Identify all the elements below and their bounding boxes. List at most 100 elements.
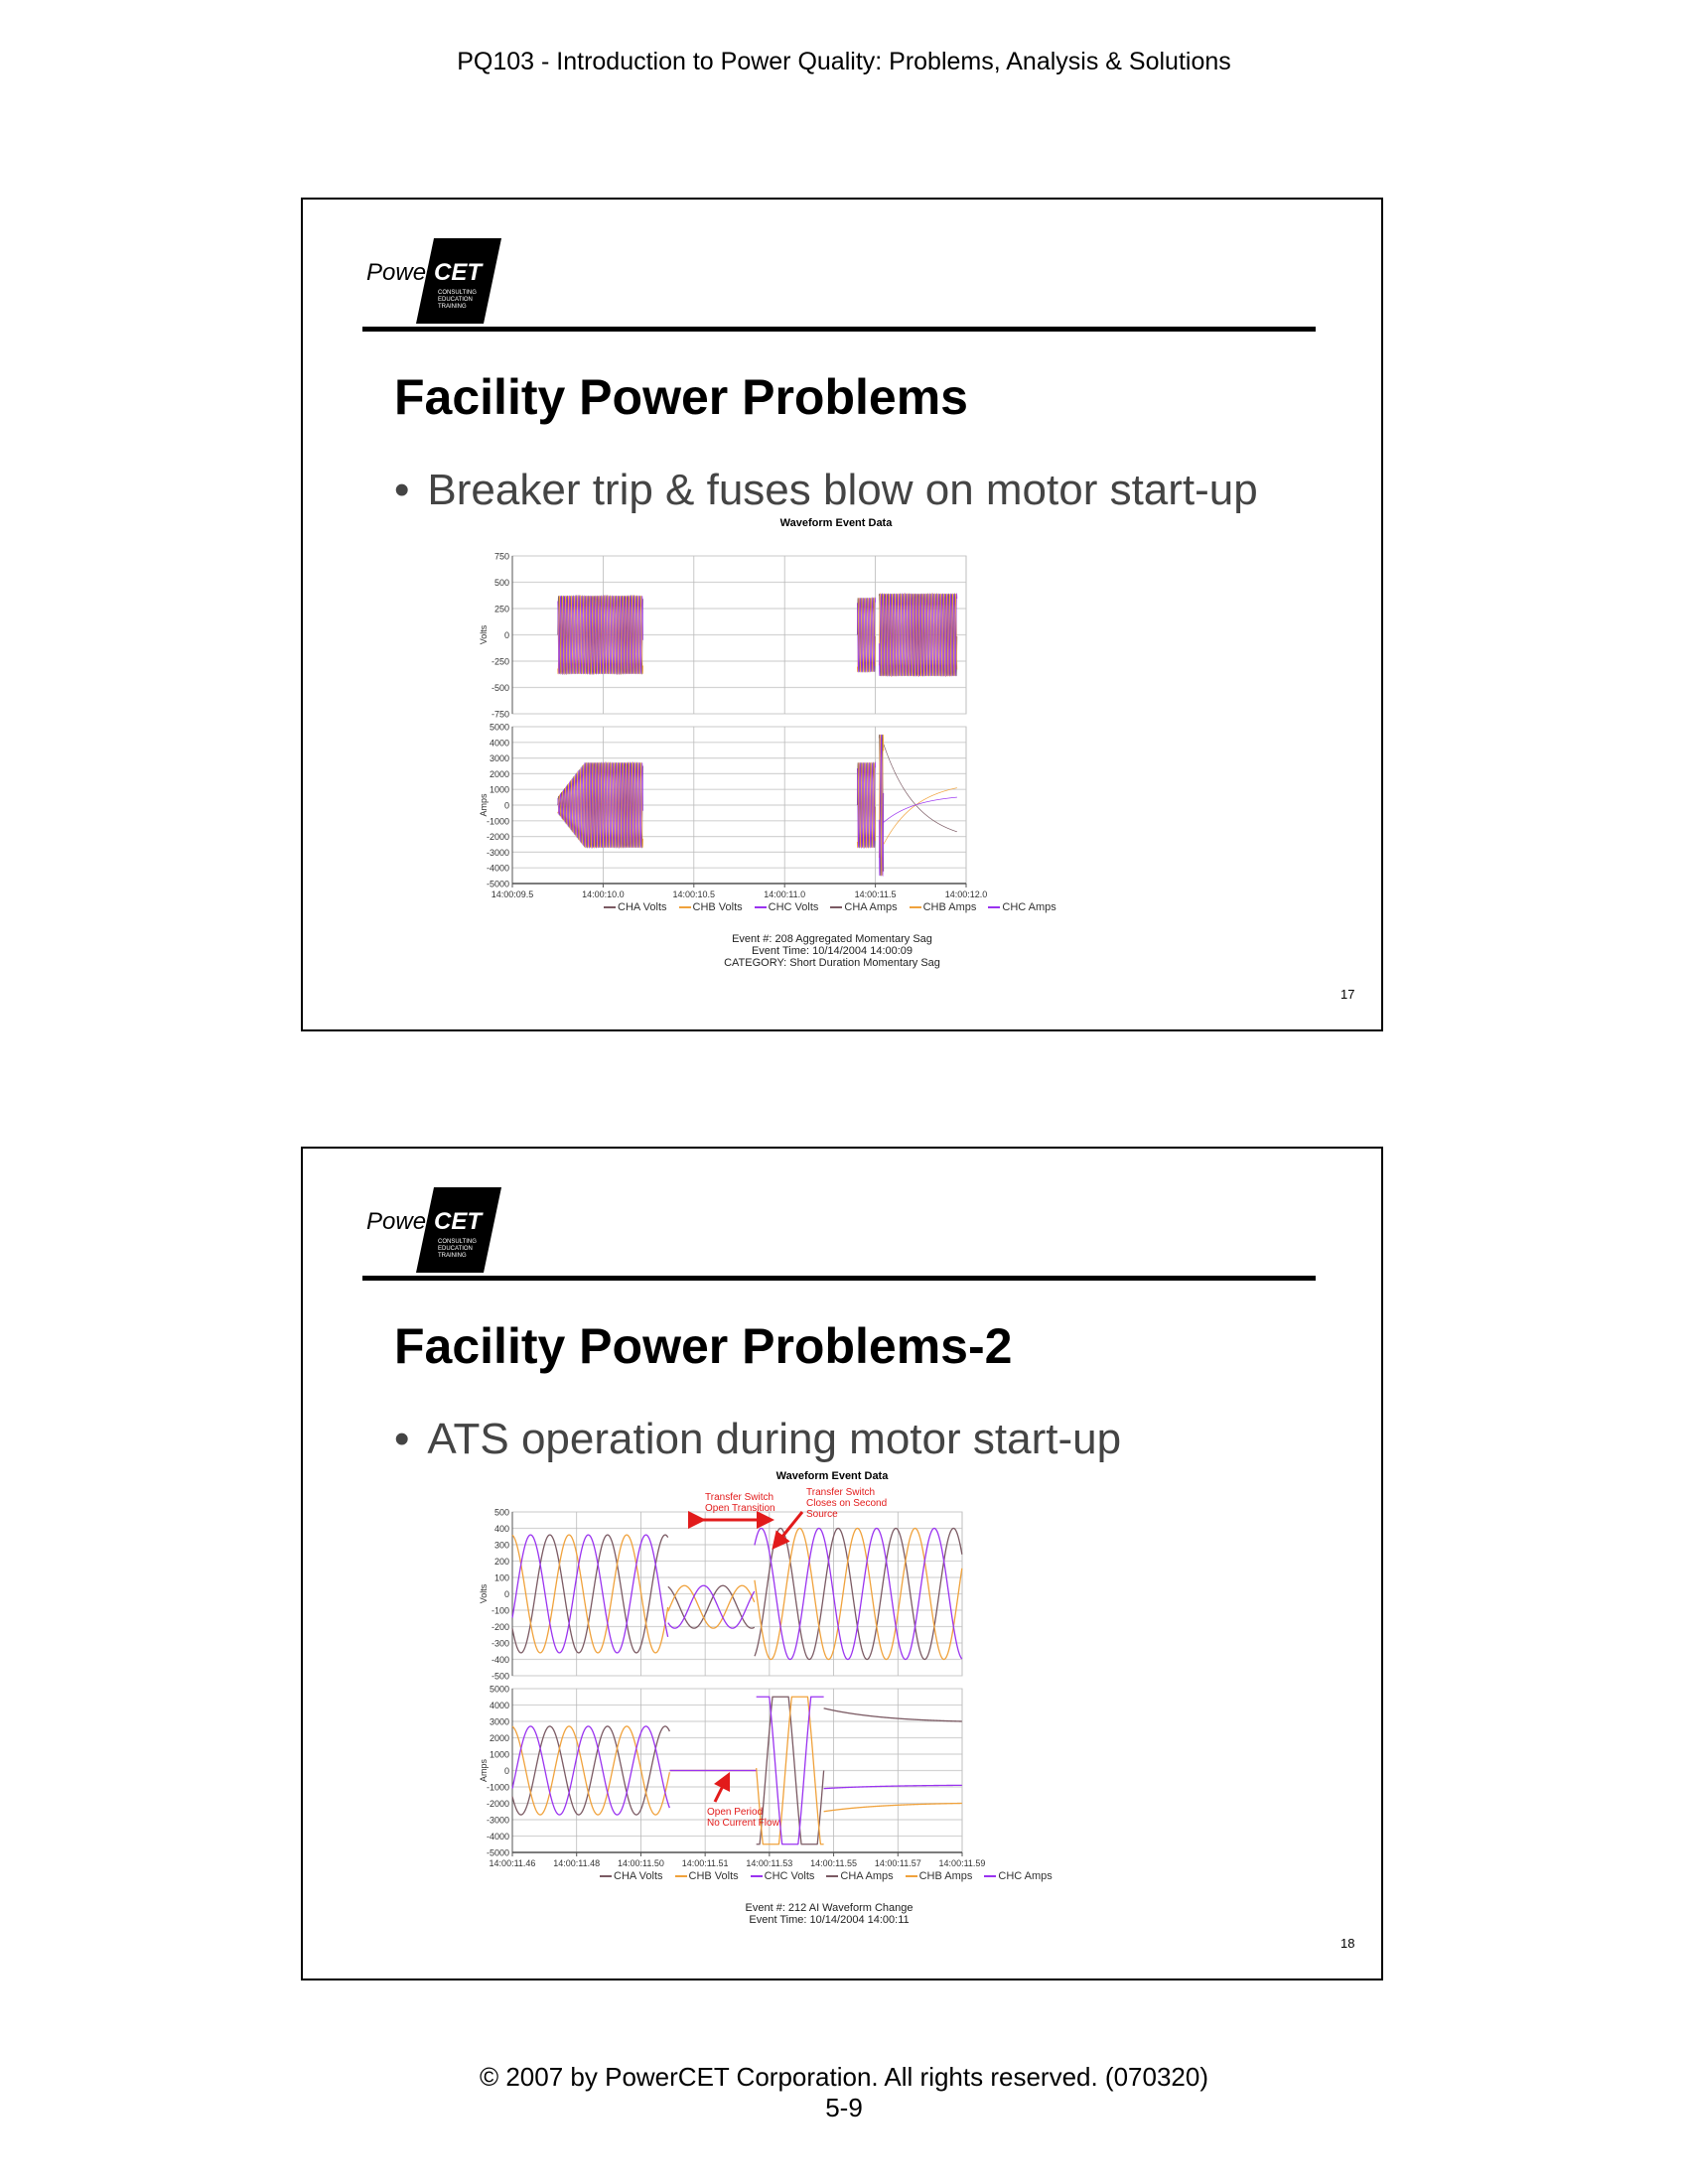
annotation-line: No Current Flow bbox=[707, 1818, 779, 1829]
copyright: © 2007 by PowerCET Corporation. All righ… bbox=[479, 2062, 1209, 2092]
y-tick-label: 250 bbox=[494, 605, 509, 614]
y-tick-label: -400 bbox=[492, 1655, 509, 1665]
powercet-logo: Power CET CONSULTING EDUCATION TRAINING bbox=[366, 1187, 501, 1273]
annotation-open-transition: Transfer Switch Open Transition bbox=[705, 1492, 775, 1514]
y-tick-label: -4000 bbox=[487, 864, 509, 874]
y-axis-label: Amps bbox=[479, 793, 489, 817]
event-number: Event #: 212 AI Waveform Change bbox=[745, 1902, 914, 1914]
event-time: Event Time: 10/14/2004 14:00:09 bbox=[751, 945, 914, 957]
svg-text:CONSULTING: CONSULTING bbox=[438, 290, 477, 296]
y-tick-label: 0 bbox=[504, 801, 509, 811]
legend-swatch bbox=[988, 906, 1001, 909]
legend-swatch bbox=[909, 906, 921, 909]
legend-label: CHC Volts bbox=[764, 1870, 815, 1882]
annotation-line: Source bbox=[806, 1509, 838, 1520]
x-tick-label: 14:00:11.50 bbox=[618, 1858, 664, 1868]
series-chc-volts bbox=[511, 1527, 963, 1661]
y-tick-label: 0 bbox=[504, 1589, 509, 1599]
legend-swatch bbox=[678, 906, 691, 909]
legend-label: CHB Amps bbox=[918, 1870, 973, 1882]
y-tick-label: 4000 bbox=[490, 1701, 509, 1710]
svg-text:TRAINING: TRAINING bbox=[438, 304, 467, 310]
y-tick-label: -2000 bbox=[487, 832, 509, 842]
legend-swatch bbox=[754, 906, 767, 909]
legend-swatch bbox=[600, 1875, 612, 1878]
y-axis-label: Volts bbox=[479, 1583, 489, 1603]
y-tick-label: -300 bbox=[492, 1639, 509, 1649]
x-tick-label: 14:00:10.5 bbox=[673, 889, 716, 899]
bullet-text: Breaker trip & fuses blow on motor start… bbox=[427, 466, 1258, 514]
y-tick-label: -500 bbox=[492, 1672, 509, 1682]
y-tick-label: -3000 bbox=[487, 848, 509, 858]
powercet-logo: Power CET CONSULTING EDUCATION TRAINING bbox=[366, 238, 501, 324]
y-tick-label: 300 bbox=[494, 1541, 509, 1551]
svg-text:Power: Power bbox=[366, 259, 435, 286]
x-tick-label: 14:00:11.57 bbox=[875, 1858, 921, 1868]
legend-item: CHC Volts bbox=[750, 1870, 815, 1882]
svg-text:CONSULTING: CONSULTING bbox=[438, 1239, 477, 1245]
legend-label: CHC Amps bbox=[998, 1870, 1053, 1882]
bullet-text: ATS operation during motor start-up bbox=[427, 1415, 1122, 1463]
series-cha-volts bbox=[511, 1527, 963, 1661]
slide-title: Facility Power Problems-2 bbox=[394, 1318, 1013, 1374]
legend-swatch bbox=[826, 1875, 839, 1878]
y-tick-label: -1000 bbox=[487, 816, 509, 826]
x-tick-label: 14:00:11.46 bbox=[490, 1858, 536, 1868]
annotation-line: Open Transition bbox=[705, 1503, 775, 1514]
svg-text:CET: CET bbox=[434, 259, 484, 286]
svg-text:Power: Power bbox=[366, 1208, 435, 1235]
y-tick-label: 2000 bbox=[490, 1733, 509, 1743]
x-tick-label: 14:00:10.0 bbox=[582, 889, 625, 899]
event-number: Event #: 208 Aggregated Momentary Sag bbox=[732, 933, 932, 945]
legend-swatch bbox=[905, 1875, 917, 1878]
slide-18: Power CET CONSULTING EDUCATION TRAINING … bbox=[301, 1147, 1383, 1980]
series-chb-amps bbox=[557, 734, 957, 877]
legend-label: CHA Amps bbox=[840, 1870, 894, 1882]
event-info: Event #: 208 Aggregated Momentary Sag Ev… bbox=[465, 933, 1199, 969]
y-tick-label: 100 bbox=[494, 1573, 509, 1583]
y-tick-label: 4000 bbox=[490, 738, 509, 748]
x-tick-label: 14:00:11.0 bbox=[764, 889, 805, 899]
annotation-open-period: Open Period No Current Flow bbox=[707, 1807, 779, 1829]
series-chc-amps bbox=[557, 734, 957, 877]
slide-number: 18 bbox=[1340, 1936, 1355, 1951]
y-tick-label: 1000 bbox=[490, 1750, 509, 1760]
x-tick-label: 14:00:11.59 bbox=[939, 1858, 986, 1868]
svg-text:EDUCATION: EDUCATION bbox=[438, 1246, 473, 1252]
title-rule bbox=[362, 1276, 1316, 1281]
y-tick-label: -5000 bbox=[487, 880, 509, 889]
legend-item: CHC Volts bbox=[754, 901, 818, 913]
legend-item: CHA Amps bbox=[830, 901, 898, 913]
bullet-item: •ATS operation during motor start-up bbox=[394, 1415, 1122, 1463]
y-tick-label: 500 bbox=[494, 1508, 509, 1518]
chart-plot: 5004003002001000-100-200-300-400-500Volt… bbox=[479, 1508, 986, 1869]
y-tick-label: 5000 bbox=[490, 1685, 509, 1695]
annotation-line: Transfer Switch bbox=[806, 1487, 876, 1498]
y-tick-label: -2000 bbox=[487, 1799, 509, 1809]
series-chb-volts bbox=[511, 1527, 963, 1661]
legend-swatch bbox=[750, 1875, 763, 1878]
event-category: CATEGORY: Short Duration Momentary Sag bbox=[724, 957, 940, 969]
legend-label: CHA Volts bbox=[618, 901, 667, 913]
legend-item: CHB Amps bbox=[909, 901, 977, 913]
legend-item: CHC Amps bbox=[988, 901, 1056, 913]
y-tick-label: -100 bbox=[492, 1606, 509, 1616]
legend-item: CHA Volts bbox=[604, 901, 667, 913]
series-chc-amps bbox=[511, 1696, 962, 1845]
legend-label: CHB Volts bbox=[692, 901, 743, 913]
y-axis-label: Volts bbox=[479, 624, 489, 644]
y-tick-label: -5000 bbox=[487, 1848, 509, 1858]
y-tick-label: 0 bbox=[504, 630, 509, 640]
y-tick-label: 750 bbox=[494, 552, 509, 562]
svg-text:EDUCATION: EDUCATION bbox=[438, 297, 473, 303]
x-tick-label: 14:00:11.53 bbox=[746, 1858, 792, 1868]
legend-label: CHB Amps bbox=[922, 901, 977, 913]
legend-label: CHB Volts bbox=[688, 1870, 739, 1882]
y-tick-label: 5000 bbox=[490, 723, 509, 733]
legend-item: CHA Amps bbox=[826, 1870, 894, 1882]
legend-item: CHB Amps bbox=[905, 1870, 973, 1882]
y-tick-label: -3000 bbox=[487, 1816, 509, 1826]
annotation-line: Transfer Switch bbox=[705, 1492, 774, 1503]
legend-swatch bbox=[604, 906, 616, 909]
